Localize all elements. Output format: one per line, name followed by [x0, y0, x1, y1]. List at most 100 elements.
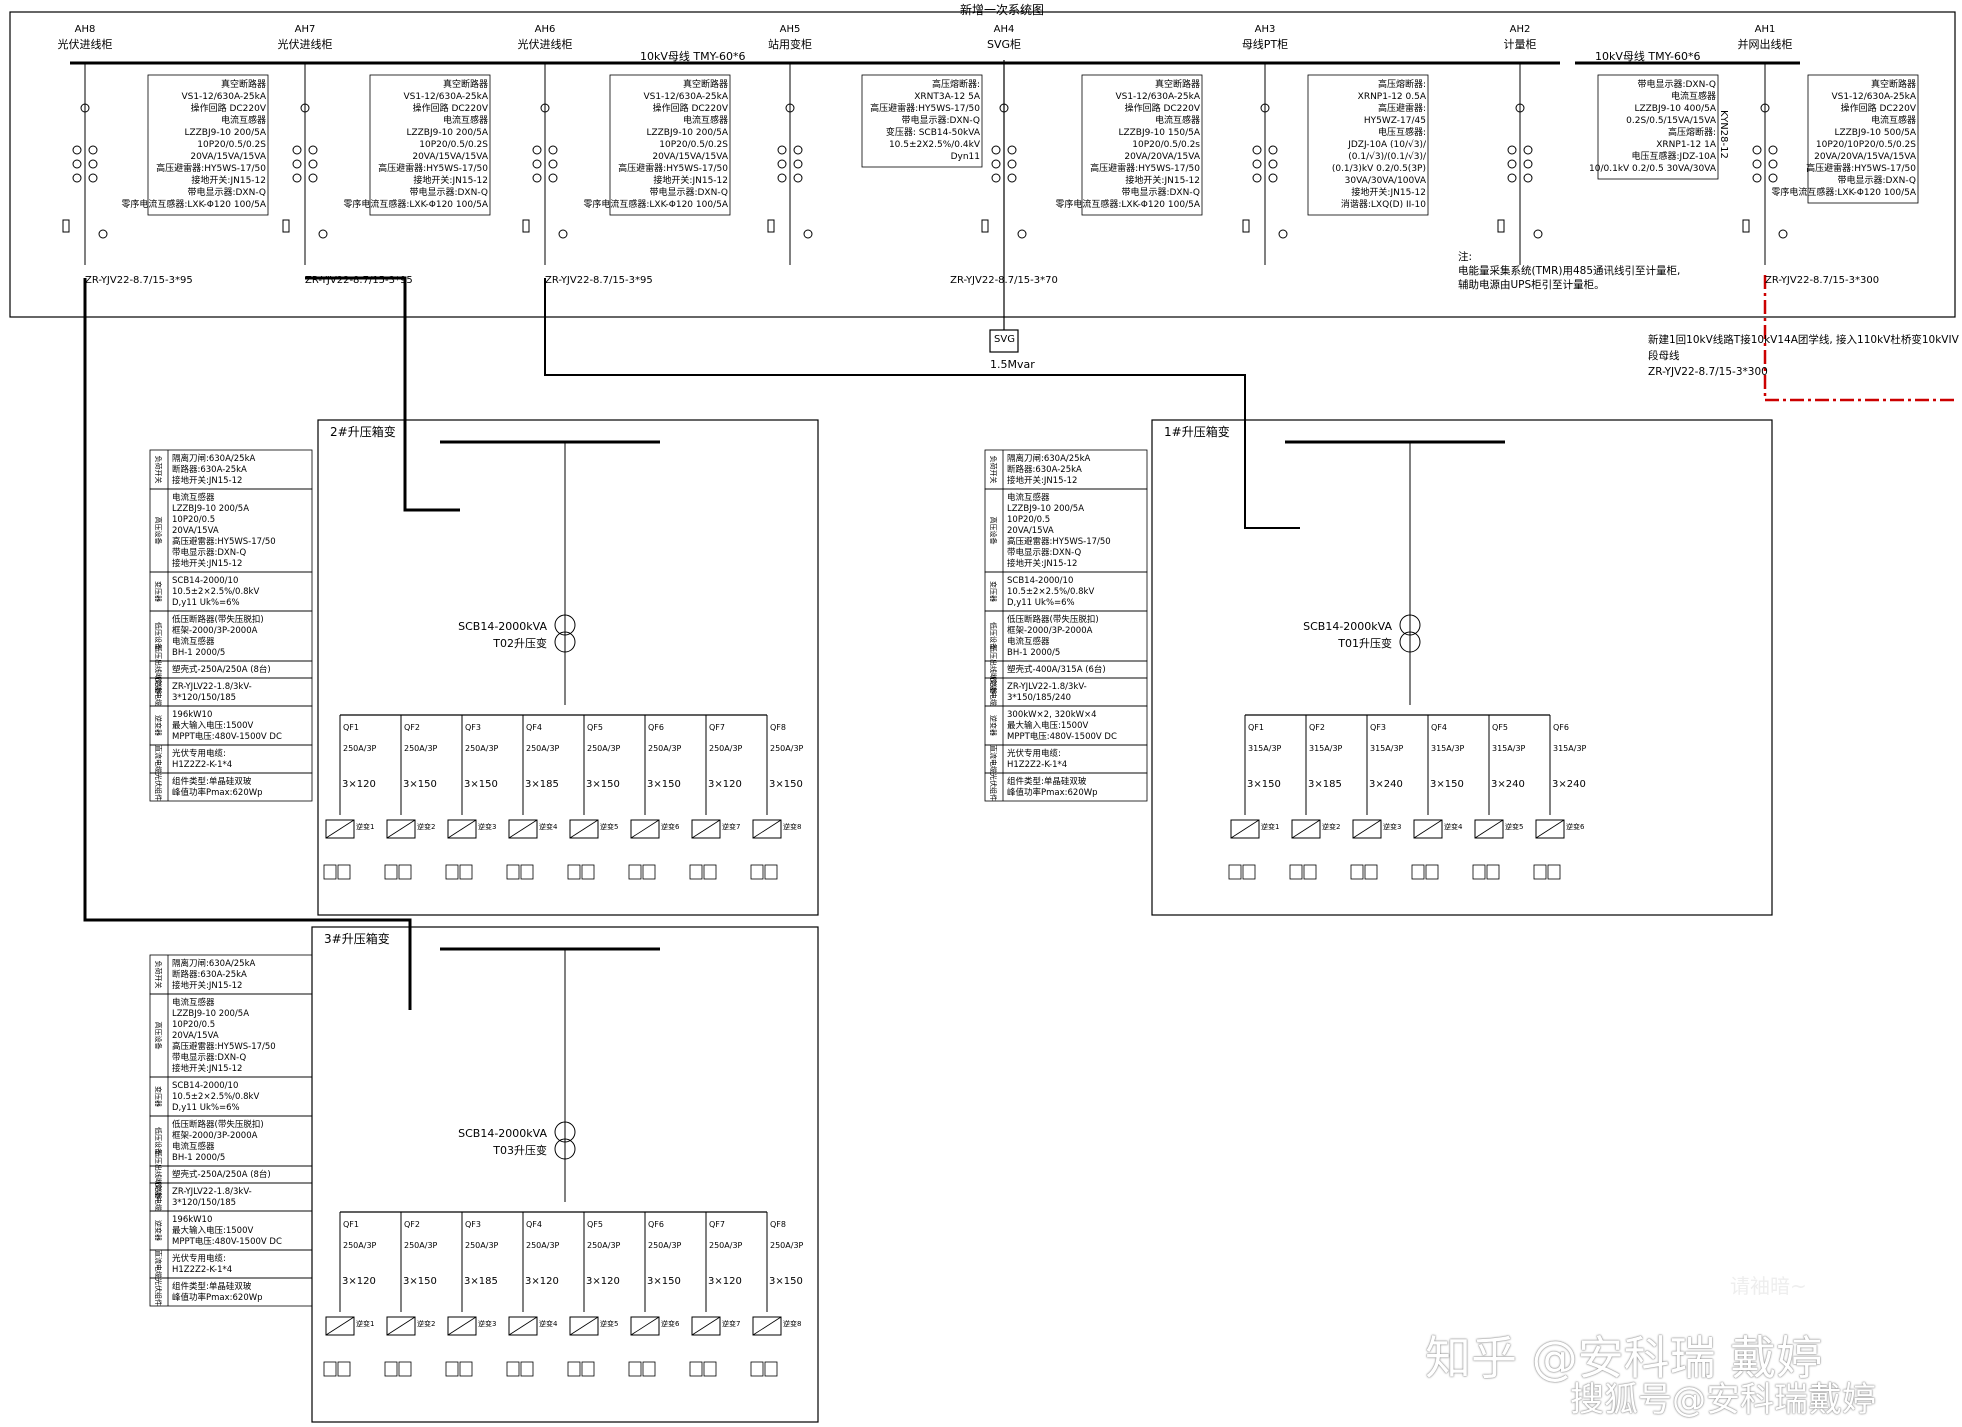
ct-icon [1523, 173, 1533, 183]
panel-spec-box [1807, 74, 1919, 204]
legend-line: 接地开关:JN15-12 [172, 1063, 242, 1074]
inverter-label: 逆变6 [661, 1319, 680, 1328]
ct-icon [1252, 145, 1262, 155]
legend-line: 300kW×2, 320kW×4 [1007, 710, 1097, 720]
legend-category: 变压器 [154, 581, 163, 602]
ct-icon [991, 173, 1001, 183]
inverter-label: 逆变6 [661, 822, 680, 831]
inverter-label: 逆变3 [1383, 822, 1401, 831]
note-line: 辅助电源由UPS柜引至计量柜。 [1458, 279, 1605, 291]
feeder-cable: 3×150 [1430, 779, 1464, 790]
pv-panel-icon [384, 1361, 398, 1377]
feeder-cable: 3×150 [1247, 779, 1281, 790]
panel-name: 站用变柜 [768, 37, 812, 51]
ct-icon [308, 145, 318, 155]
svg-rating: 1.5Mvar [990, 358, 1035, 371]
ct-icon [1252, 173, 1262, 183]
panel-spec-line: 带电显示器:DXN-Q [409, 186, 488, 198]
breaker-label: QF4 [1431, 723, 1447, 732]
inverter-label: 逆变7 [722, 822, 740, 831]
panel-spec-line: 带电显示器:DXN-Q [1637, 78, 1716, 90]
inverter-icon [1474, 819, 1504, 839]
legend-line: H1Z2Z2-K-1*4 [172, 1265, 232, 1275]
pv-panel-icon [1486, 864, 1500, 880]
arrester-icon [981, 219, 989, 233]
inverter-label: 逆变1 [356, 1319, 374, 1328]
arrester-icon [767, 219, 775, 233]
panel-spec-line: LZZBJ9-10 200/5A [406, 128, 488, 138]
pv-panel-icon [459, 864, 473, 880]
ct-icon [991, 159, 1001, 169]
indicator-icon [98, 229, 108, 239]
indicator-icon [1278, 229, 1288, 239]
legend-line: H1Z2Z2-K-1*4 [1007, 760, 1067, 770]
ct-icon [1768, 145, 1778, 155]
legend-line: 光伏专用电缆: [172, 1253, 226, 1264]
diagram-title: 新增一次系统图 [960, 3, 1045, 17]
breaker-rating: 250A/3P [526, 744, 560, 753]
panel-spec-line: 20VA/15VA/15VA [412, 152, 488, 162]
transformer-name: T02升压变 [492, 636, 547, 650]
panel-spec-line: XRNP1-12 1A [1656, 140, 1717, 150]
panel-spec-line: 零序电流互感器:LXK-Φ120 100/5A [343, 198, 488, 210]
inverter-icon [508, 819, 538, 839]
inverter-slash [1352, 819, 1382, 839]
inverter-slash [569, 1316, 599, 1336]
legend-line: 接地开关:JN15-12 [172, 558, 242, 569]
breaker-label: QF2 [404, 723, 420, 732]
inverter-icon [325, 1316, 355, 1336]
ct-icon [1507, 159, 1517, 169]
legend-line: 10P20/0.5 [172, 1020, 215, 1030]
ct-icon [72, 159, 82, 169]
panel-spec-line: 电流互感器 [683, 114, 728, 126]
legend-line: 10.5±2×2.5%/0.8kV [1007, 587, 1094, 597]
ct-icon [777, 145, 787, 155]
legend-line: 电流互感器 [1007, 492, 1050, 503]
inverter-icon [1230, 819, 1260, 839]
breaker-rating: 250A/3P [648, 1241, 682, 1250]
transformer-icon [1399, 614, 1421, 636]
legend-category: 光伏组件 [154, 1278, 163, 1306]
inverter-icon [630, 819, 660, 839]
legend-line: 塑壳式-250A/250A (8台) [172, 1169, 271, 1180]
ct-icon [1007, 159, 1017, 169]
panel-id: AH8 [75, 24, 96, 35]
legend-category: 高压设备 [154, 517, 163, 545]
ct-icon [1007, 145, 1017, 155]
legend-category: 交流电缆 [154, 678, 163, 706]
tie-note-line: ZR-YJV22-8.7/15-3*300 [1648, 366, 1768, 378]
legend-category: 直流电缆 [989, 745, 998, 773]
panel-spec-line: LZZBJ9-10 400/5A [1634, 104, 1716, 114]
panel-spec-line: 真空断路器 [683, 78, 728, 90]
ct-icon [991, 145, 1001, 155]
legend-line: 隔离刀闸:630A/25kA [172, 453, 256, 464]
legend-category: 负荷开关 [989, 456, 998, 484]
legend-line: 电流互感器 [172, 636, 215, 647]
feeder-cable: 3×150 [403, 779, 437, 790]
feeder-cable: 3×150 [464, 779, 498, 790]
box-title: 1#升压箱变 [1164, 424, 1230, 439]
ct-icon [88, 173, 98, 183]
inverter-icon [691, 819, 721, 839]
box-frame-t2 [317, 419, 819, 916]
indicator-icon [803, 229, 813, 239]
transformer-rating: SCB14-2000kVA [1303, 620, 1392, 633]
inverter-slash [630, 819, 660, 839]
legend-line: 框架-2000/3P-2000A [172, 625, 258, 636]
panel-spec-box [1307, 74, 1429, 216]
pv-panel-icon [764, 1361, 778, 1377]
pv-panel-icon [1364, 864, 1378, 880]
arrester-icon [282, 219, 290, 233]
inverter-label: 逆变1 [356, 822, 374, 831]
panel-spec-line: LZZBJ9-10 500/5A [1834, 128, 1916, 138]
pv-panel-icon [581, 864, 595, 880]
panel-name: SVG柜 [987, 38, 1021, 51]
ct-icon [1007, 173, 1017, 183]
feeder-cable: 3×240 [1491, 779, 1525, 790]
ct-icon [292, 173, 302, 183]
panel-spec-box [861, 74, 983, 168]
panel-spec-line: 操作回路 DC220V [413, 102, 489, 114]
legend-line: 断路器:630A-25kA [1007, 464, 1082, 475]
breaker-icon [540, 103, 550, 113]
feeder-cable: 3×150 [647, 779, 681, 790]
